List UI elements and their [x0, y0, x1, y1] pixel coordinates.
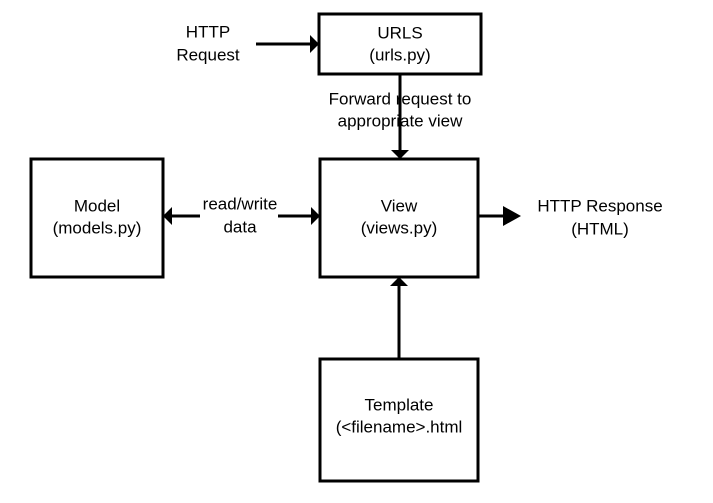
node-model-label-line2: (models.py)	[53, 218, 142, 237]
node-model-label-line1: Model	[74, 196, 120, 215]
node-template-label-line2: (<filename>.html	[336, 417, 463, 436]
edge-http-request-to-urls	[256, 35, 319, 53]
node-template[interactable]: Template (<filename>.html	[318, 357, 480, 483]
arrowhead-into-model	[163, 207, 172, 225]
edge-label-http-response-line2: (HTML)	[571, 219, 629, 238]
edge-label-forward-request-line2: appropriate view	[338, 111, 463, 130]
edge-label-http-response: HTTP Response (HTML)	[537, 196, 662, 238]
node-urls[interactable]: URLS (urls.py)	[317, 12, 483, 76]
node-model-rect[interactable]	[29, 157, 165, 279]
edge-label-forward-request-line1: Forward request to	[329, 89, 472, 108]
node-urls-label-line2: (urls.py)	[369, 45, 430, 64]
edge-template-to-view	[390, 277, 408, 359]
edge-urls-to-view	[391, 74, 409, 159]
arrowhead-into-view-left	[311, 207, 320, 225]
node-urls-rect[interactable]	[317, 12, 483, 76]
edge-view-to-http-response	[478, 206, 521, 226]
node-view[interactable]: View (views.py)	[318, 157, 480, 279]
arrowhead-into-view-bottom	[390, 277, 408, 286]
edge-label-read-write-line1: read/write	[203, 194, 278, 213]
edge-label-http-response-line1: HTTP Response	[537, 196, 662, 215]
arrowhead-into-view-top	[391, 150, 409, 159]
edge-label-read-write-line2: data	[223, 217, 257, 236]
arrowhead-http-response	[503, 206, 521, 226]
node-view-rect[interactable]	[318, 157, 480, 279]
edge-model-view-readwrite	[163, 207, 320, 225]
edge-label-http-request-line2: Request	[176, 45, 240, 64]
edge-label-http-request: HTTP Request	[176, 22, 240, 64]
edge-label-forward-request: Forward request to appropriate view	[329, 89, 472, 130]
node-view-label-line2: (views.py)	[361, 218, 438, 237]
node-template-rect[interactable]	[318, 357, 480, 483]
edge-label-http-request-line1: HTTP	[186, 22, 230, 41]
node-template-label-line1: Template	[365, 395, 434, 414]
edge-label-read-write-data: read/write data	[203, 194, 278, 236]
arrowhead-into-urls	[310, 35, 319, 53]
node-view-label-line1: View	[381, 196, 418, 215]
node-model[interactable]: Model (models.py)	[29, 157, 165, 279]
node-urls-label-line1: URLS	[377, 23, 422, 42]
